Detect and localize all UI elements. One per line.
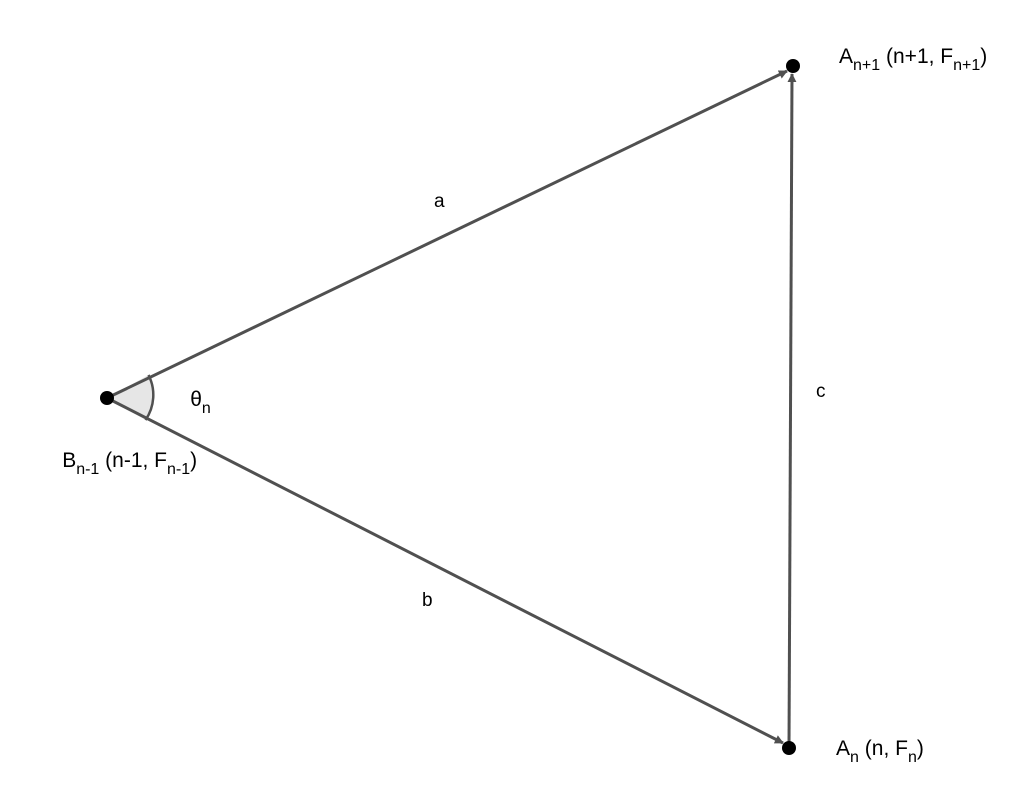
angle-theta-sector: [107, 375, 154, 420]
a-n-coords-close: ): [917, 737, 924, 760]
a-next-letter: A: [839, 45, 853, 68]
a-next-coords-subscript: n+1: [953, 57, 980, 74]
label-point-a-n: An (n, Fn): [808, 737, 941, 766]
label-point-b-n-minus-1: Bn-1 (n-1, Fn-1): [33, 449, 215, 478]
b-prev-subscript: n-1: [76, 461, 99, 478]
vector-b: [106, 396, 784, 745]
label-point-a-n-plus-1: An+1 (n+1, Fn+1): [811, 45, 1005, 74]
a-n-subscript: n: [850, 749, 859, 766]
theta-subscript: n: [202, 400, 211, 417]
vector-a: [106, 69, 788, 400]
b-prev-coords-open: (n-1, F: [99, 449, 167, 472]
point-b-n-minus-1: [100, 391, 114, 405]
label-theta-n: θn: [161, 388, 228, 418]
a-next-coords-close: ): [980, 45, 987, 68]
a-n-coords-subscript: n: [908, 749, 917, 766]
label-a: a: [434, 191, 445, 212]
label-c: c: [816, 381, 826, 402]
a-n-letter: A: [836, 737, 850, 760]
label-b: b: [422, 590, 433, 611]
a-next-coords-open: (n+1, F: [880, 45, 953, 68]
angle-theta-arc: [144, 374, 155, 421]
b-prev-coords-close: ): [190, 449, 197, 472]
b-prev-coords-subscript: n-1: [167, 461, 190, 478]
a-next-subscript: n+1: [853, 57, 880, 74]
point-a-n-plus-1: [786, 59, 800, 73]
theta-symbol: θ: [190, 388, 202, 411]
point-a-n: [782, 741, 796, 755]
a-n-coords-open: (n, F: [859, 737, 908, 760]
b-prev-letter: B: [62, 449, 76, 472]
vector-c: [787, 73, 797, 749]
